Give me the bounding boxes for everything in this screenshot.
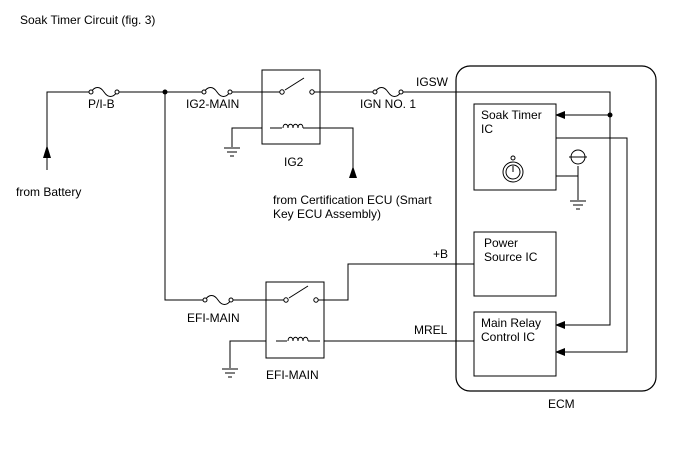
fuse-efi-main bbox=[202, 295, 234, 305]
junction-igsw bbox=[607, 112, 613, 118]
efi-main-relay-contact bbox=[288, 285, 309, 299]
junction-bus bbox=[162, 89, 168, 95]
label-efi-main-fuse: EFI-MAIN bbox=[187, 311, 240, 325]
timer-icon bbox=[502, 155, 524, 183]
main-relay-control-ic-box bbox=[473, 311, 557, 377]
wire-arrowheads bbox=[43, 111, 565, 356]
battery-arrow bbox=[43, 145, 51, 158]
label-from-cert-line2: Key ECU Assembly) bbox=[273, 207, 381, 221]
label-ign-no1: IGN NO. 1 bbox=[360, 97, 416, 111]
efi-main-relay-coil bbox=[287, 336, 309, 342]
grounds bbox=[222, 147, 586, 378]
efi-main-relay-box bbox=[265, 281, 325, 359]
main-relay-control-ic-label-2: Control IC bbox=[481, 330, 535, 344]
junctions bbox=[162, 89, 613, 118]
plus-b-wire bbox=[318, 263, 474, 301]
main-relay-soak-arrow bbox=[555, 348, 565, 356]
fuse-ign-no1 bbox=[372, 87, 404, 97]
power-source-ic-box bbox=[473, 231, 557, 297]
igsw-to-main-relay-wire bbox=[555, 115, 611, 326]
ground-ig2 bbox=[224, 147, 240, 157]
ig2-relay-coil bbox=[282, 123, 304, 129]
cert-ecu-arrow bbox=[349, 166, 357, 178]
fuse-pib bbox=[88, 87, 120, 97]
label-from-cert-line1: from Certification ECU (Smart bbox=[273, 193, 432, 207]
ig2-coil-cert-wire bbox=[306, 127, 354, 178]
ig2-relay bbox=[250, 69, 330, 145]
ig2-relay-box bbox=[261, 69, 321, 145]
power-source-ic-label-2: Source IC bbox=[484, 250, 538, 264]
igsw-wire bbox=[315, 91, 611, 115]
label-pib: P/I-B bbox=[88, 97, 115, 111]
efi-main-feed-wire bbox=[164, 92, 283, 301]
soak-timer-ground-wire bbox=[555, 175, 579, 200]
soak-timer-ic-label-2: IC bbox=[481, 122, 493, 136]
label-ig2-main: IG2-MAIN bbox=[186, 97, 239, 111]
fuse-ig2-main bbox=[201, 87, 233, 97]
ig2-relay-contact bbox=[284, 77, 305, 91]
label-efi-main-relay: EFI-MAIN bbox=[266, 368, 319, 382]
diagram-title: Soak Timer Circuit (fig. 3) bbox=[20, 13, 155, 27]
soak-input-arrow bbox=[555, 111, 565, 119]
label-igsw: IGSW bbox=[416, 75, 449, 89]
power-source-ic-label-1: Power bbox=[484, 236, 518, 250]
battery-wire bbox=[46, 91, 165, 170]
wiring bbox=[46, 91, 628, 368]
efi-main-relay bbox=[250, 281, 335, 359]
ecm bbox=[455, 65, 657, 392]
soak-timer-transistor-icon bbox=[569, 149, 587, 165]
main-relay-input-arrow bbox=[555, 321, 565, 329]
soak-timer-ic-label-1: Soak Timer bbox=[481, 108, 542, 122]
ground-efi bbox=[222, 368, 238, 378]
soak-to-main-relay-wire bbox=[555, 137, 628, 353]
label-ig2: IG2 bbox=[284, 155, 304, 169]
fuses bbox=[88, 87, 404, 305]
label-ecm: ECM bbox=[548, 397, 575, 411]
label-mrel: MREL bbox=[414, 323, 448, 337]
label-plus-b: +B bbox=[433, 247, 448, 261]
ecm-outline bbox=[455, 65, 657, 392]
label-from-battery: from Battery bbox=[16, 185, 81, 199]
main-relay-control-ic-label-1: Main Relay bbox=[481, 316, 541, 330]
ground-soak-timer bbox=[570, 200, 586, 210]
